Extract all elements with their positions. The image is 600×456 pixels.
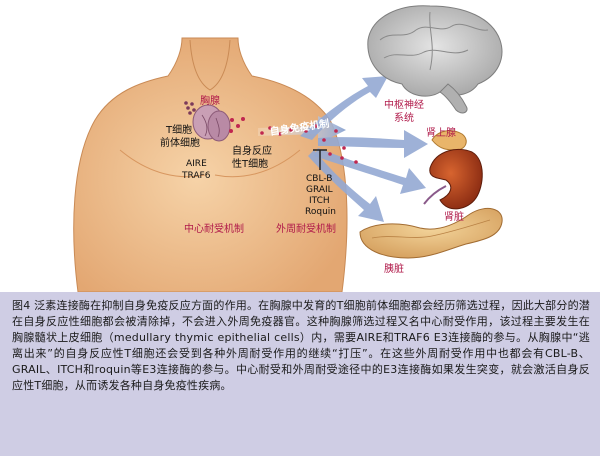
neck-line	[189, 39, 231, 91]
autoreactive-label-line1: 自身反应	[232, 146, 272, 157]
peripheral-tolerance-label: 外周耐受机制	[276, 224, 336, 235]
cns-label-line2: 系统	[394, 113, 414, 124]
cns-label-line1: 中枢神经	[384, 100, 424, 111]
kidney-icon	[423, 148, 483, 210]
roquin-label: Roquin	[305, 207, 336, 217]
t-precursor-label-line1: T细胞	[166, 125, 193, 136]
torso-shape	[73, 37, 348, 293]
pancreas-icon	[359, 207, 503, 259]
thymus-icon	[192, 104, 231, 142]
autoreactive-label-line2: 性T细胞	[232, 159, 269, 170]
diagram-canvas	[73, 5, 503, 293]
figure-caption: 图4 泛素连接酶在抑制自身免疫反应方面的作用。在胸腺中发育的T细胞前体细胞都会经…	[0, 292, 600, 456]
grail-label: GRAIL	[306, 185, 333, 195]
arrow-to-brain	[300, 76, 388, 140]
adrenal-icon	[431, 130, 467, 151]
adrenal-label: 肾上腺	[426, 128, 456, 139]
thymus-label: 胸腺	[200, 96, 220, 107]
itch-label: ITCH	[309, 196, 330, 206]
brain-icon	[367, 5, 503, 114]
kidney-label: 肾脏	[444, 212, 464, 223]
arrow-to-pancreas	[308, 150, 384, 222]
immune-tolerance-diagram: 胸腺 T细胞 前体细胞 自身反应 性T细胞 AIRE TRAF6 自身免疫机制 …	[73, 5, 503, 293]
cblb-label: CBL-B	[306, 174, 333, 184]
central-tolerance-label: 中心耐受机制	[184, 224, 244, 235]
cell-dots	[184, 101, 245, 133]
t-precursor-label-line2: 前体细胞	[160, 138, 200, 149]
traf6-label: TRAF6	[182, 171, 211, 181]
arrow-to-adrenal	[318, 130, 428, 158]
chest-contour	[119, 149, 301, 178]
autoreactive-dots	[260, 124, 358, 164]
aire-label: AIRE	[186, 159, 207, 169]
pancreas-label: 胰脏	[384, 264, 404, 275]
caption-text: 图4 泛素连接酶在抑制自身免疫反应方面的作用。在胸腺中发育的T细胞前体细胞都会经…	[12, 299, 590, 392]
inhibition-marker	[313, 149, 327, 170]
